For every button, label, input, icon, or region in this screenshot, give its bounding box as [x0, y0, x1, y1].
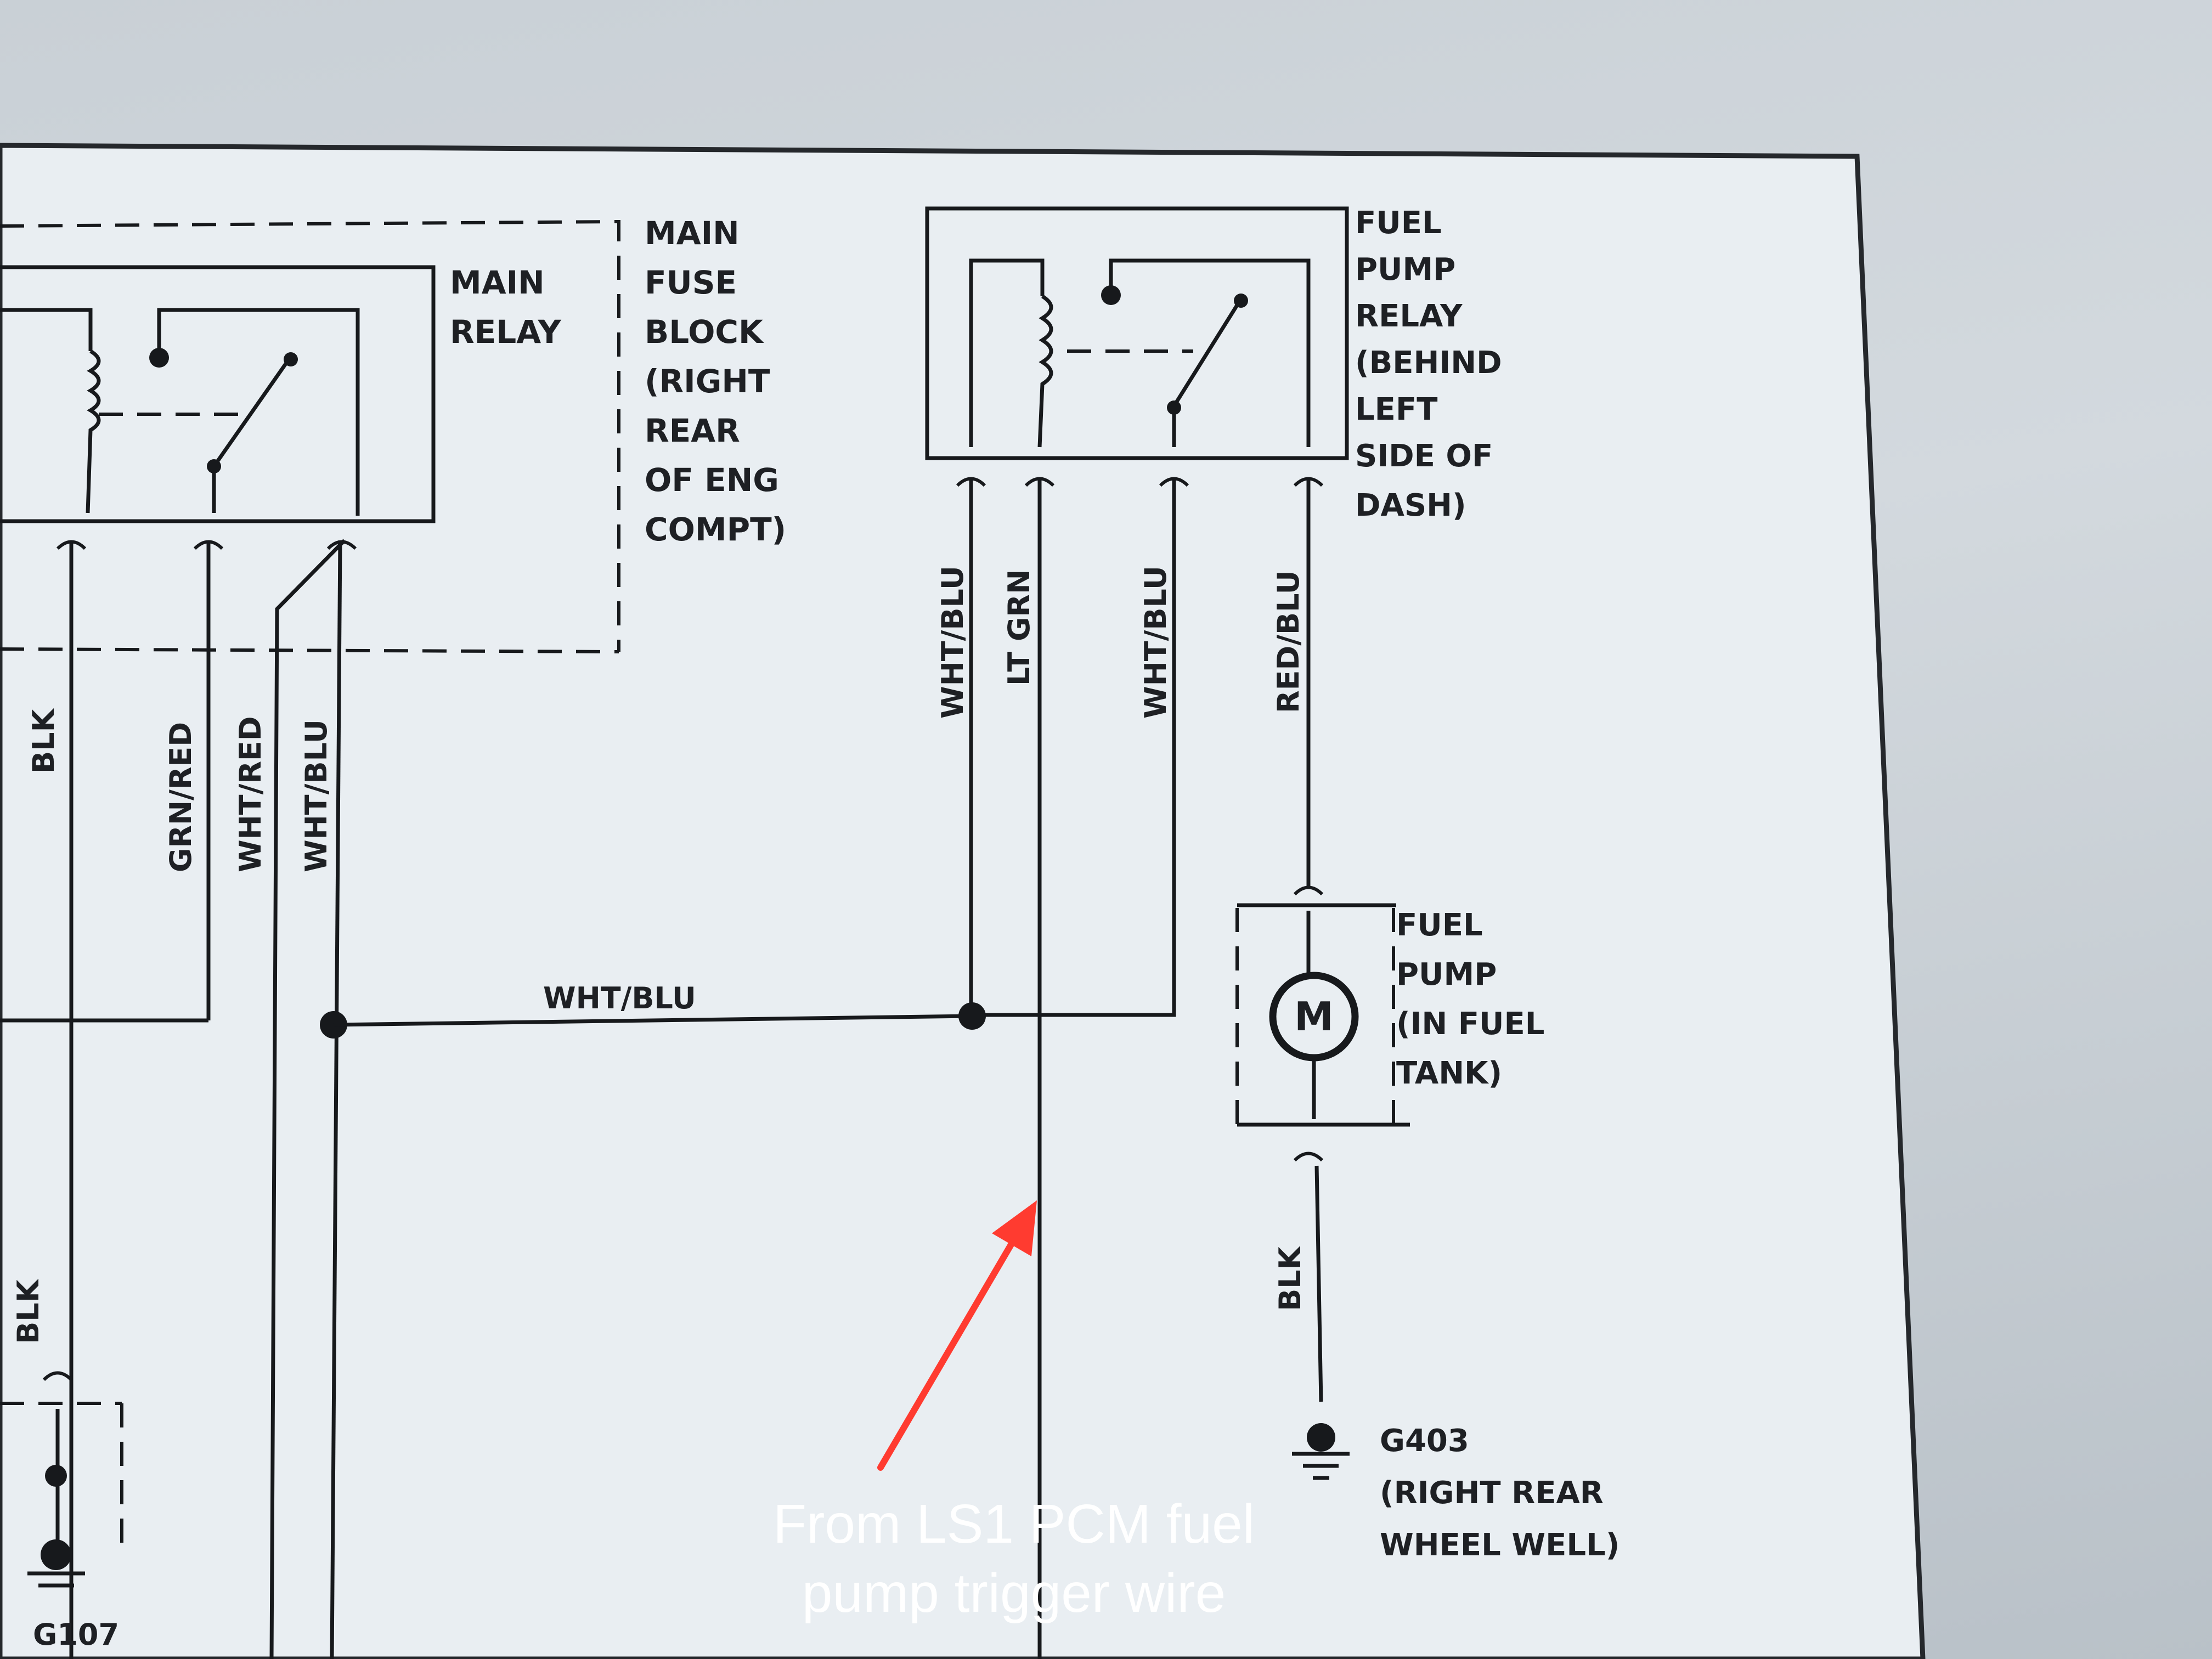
fuel-pump-label-line: (IN FUEL [1396, 1006, 1544, 1042]
main-relay-label-line: RELAY [450, 313, 562, 351]
fuel-pump-relay-label-line: FUEL [1355, 205, 1442, 241]
wire-label: BLK [1273, 1245, 1307, 1311]
wire-label: GRN/RED [163, 722, 198, 872]
ground-g403-label-line: WHEEL WELL) [1380, 1527, 1620, 1563]
annotation-arrow [877, 1200, 1037, 1471]
fuel-pump-relay-label-line: RELAY [1355, 298, 1463, 334]
ground-g107-label: G107 [33, 1617, 119, 1652]
main-fuse-block-label: MAIN FUSE BLOCK (RIGHT REAR OF ENG COMPT… [645, 215, 786, 548]
fuel-pump [1235, 903, 1410, 1402]
fuel-pump-label-line: FUEL [1396, 907, 1483, 943]
main-fuse-block-outline [0, 219, 620, 653]
fuel-pump-relay-label-line: SIDE OF [1355, 438, 1493, 474]
ground-g107-symbol [0, 1402, 123, 1588]
fuel-pump-relay-label-line: (BEHIND [1355, 345, 1502, 381]
fuel-pump-label-line: PUMP [1396, 957, 1497, 992]
ground-g403-label: G403 (RIGHT REAR WHEEL WELL) [1380, 1423, 1620, 1563]
main-relay-label-line: MAIN [450, 264, 545, 301]
wire-label: LT GRN [1002, 569, 1036, 686]
main-relay [0, 265, 436, 523]
wire-label: WHT/BLU [299, 719, 334, 872]
fuel-pump-relay-wires [333, 477, 1311, 1659]
main-fuse-block-label-line: MAIN [645, 215, 740, 252]
annotation-text-line: pump trigger wire [802, 1562, 1226, 1624]
fuel-pump-motor-icon [1269, 972, 1359, 1062]
main-fuse-block-label-line: COMPT) [645, 511, 786, 548]
wire-label: RED/BLU [1271, 570, 1306, 713]
junction-right [958, 1002, 986, 1030]
main-fuse-block-label-line: REAR [645, 412, 740, 449]
wire-label: WHT/RED [233, 716, 268, 872]
main-fuse-block-label-line: OF ENG [645, 461, 779, 499]
ground-g403-symbol [1292, 1423, 1350, 1480]
wire-label: BLK [26, 708, 61, 774]
wire-label: WHT/BLU [935, 566, 970, 719]
ground-g403-label-line: G403 [1380, 1423, 1469, 1459]
fuel-pump-motor-symbol: M [1294, 994, 1334, 1040]
ground-g403-label-line: (RIGHT REAR [1380, 1475, 1604, 1511]
fuel-pump-relay-label-line: DASH) [1355, 488, 1466, 523]
paper-sheet [0, 143, 1926, 1659]
fuel-pump-label: FUEL PUMP (IN FUEL TANK) [1396, 907, 1544, 1091]
fuel-pump-relay-label-line: LEFT [1355, 392, 1437, 427]
fuel-pump-relay [925, 206, 1349, 460]
main-fuse-block-label-line: FUSE [645, 264, 737, 301]
fuel-pump-label-line: TANK) [1396, 1056, 1502, 1091]
fuel-pump-relay-label-line: PUMP [1355, 252, 1455, 287]
main-relay-wires [0, 539, 347, 1659]
main-fuse-block-label-line: BLOCK [645, 313, 764, 351]
wire-label: BLK [11, 1278, 46, 1344]
wire-label: WHT/BLU [1138, 566, 1173, 719]
annotation-text-line: From LS1 PCM fuel [773, 1493, 1255, 1555]
main-fuse-block-label-line: (RIGHT [645, 363, 770, 400]
wire-color-labels: BLK GRN/RED WHT/RED WHT/BLU BLK WHT/BLU … [11, 566, 1307, 1344]
connector-marks [42, 477, 1324, 1381]
fuel-pump-relay-label: FUEL PUMP RELAY (BEHIND LEFT SIDE OF DAS… [1355, 205, 1502, 523]
main-relay-label: MAIN RELAY [450, 264, 562, 351]
wire-label-horizontal: WHT/BLU [543, 981, 696, 1015]
